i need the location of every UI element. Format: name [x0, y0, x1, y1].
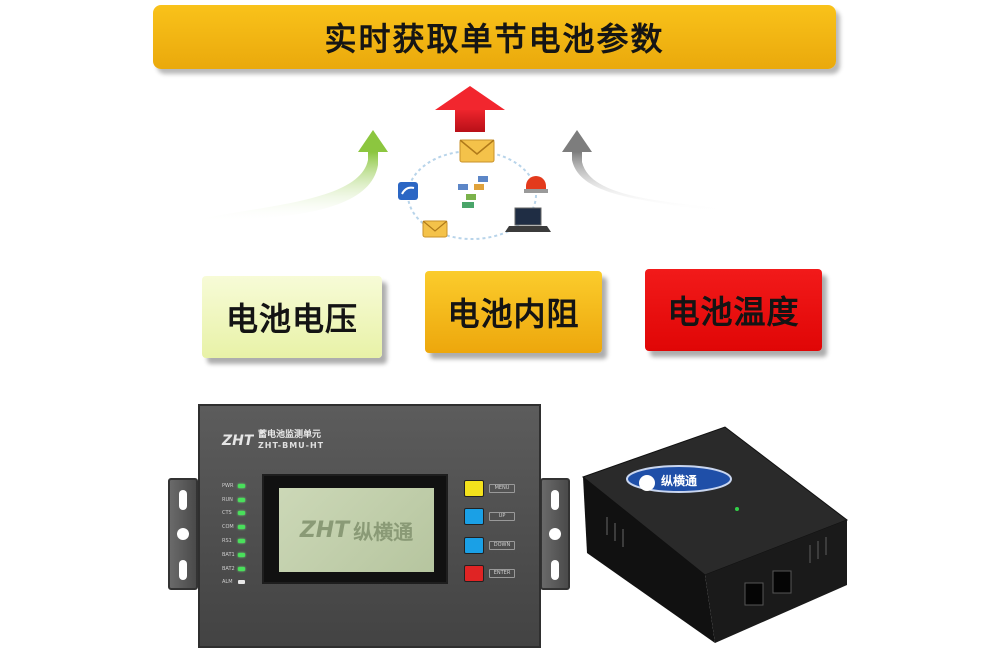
device-title: 蓄电池监测单元: [258, 430, 322, 440]
down-key[interactable]: [464, 537, 484, 554]
enter-key-label: ENTER: [489, 569, 515, 578]
led-label: ALM: [222, 579, 233, 586]
laptop-icon: [505, 207, 551, 232]
red-arrow-shaft: [455, 108, 485, 132]
led-label: BAT1: [222, 551, 235, 558]
sensor-badge: 纵横通: [626, 465, 732, 493]
param-battery-temperature: 电池温度: [645, 269, 822, 351]
envelope-icon: [459, 139, 495, 163]
up-key-label: UP: [489, 512, 515, 521]
gray-arrow-head: [562, 130, 592, 152]
param-battery-resistance: 电池内阻: [425, 271, 602, 353]
led-light: [238, 483, 245, 488]
led-light: [238, 552, 245, 557]
sensor-badge-text: 纵横通: [661, 473, 697, 488]
green-arrow: [205, 152, 378, 222]
menu-key[interactable]: [464, 480, 484, 497]
phone-icon: [398, 182, 418, 200]
lcd-screen: ZHT 纵横通: [279, 488, 434, 572]
led-label: RS1: [222, 538, 232, 545]
mounting-ear-left: [168, 478, 198, 590]
param-battery-voltage: 电池电压: [202, 276, 382, 358]
led-label: PWR: [222, 482, 234, 489]
battery-monitoring-unit: [198, 404, 541, 648]
led-light: [238, 580, 245, 585]
envelope-icon: [422, 220, 448, 238]
battery-sensor-box: 纵横通: [581, 426, 849, 643]
led-label: BAT2: [222, 565, 235, 572]
led-indicators: PWR RUN CTS COM RS1 BAT1 BAT2 ALM: [222, 479, 245, 589]
red-arrow-head: [435, 86, 505, 110]
menu-key-label: MENU: [489, 484, 515, 493]
led-light: [238, 497, 245, 502]
led-label: CTS: [222, 510, 232, 517]
up-key[interactable]: [464, 508, 484, 525]
alarm-light-icon: [524, 176, 548, 193]
enter-key[interactable]: [464, 565, 484, 582]
led-light: [238, 539, 245, 544]
device-logo-text: ZHT: [221, 433, 254, 449]
title-banner: 实时获取单节电池参数: [153, 5, 836, 69]
screen-brand: 纵横通: [353, 519, 414, 544]
led-light: [238, 566, 245, 571]
device-logo: ZHT: [220, 427, 255, 455]
gray-arrow: [572, 152, 715, 212]
led-light: [238, 511, 245, 516]
mounting-ear-right: [540, 478, 570, 590]
screen-logo: ZHT: [299, 517, 350, 543]
device-model: ZHT-BMU-HT: [258, 441, 325, 450]
network-devices-icon: [458, 176, 488, 208]
led-light: [238, 525, 245, 530]
green-arrow-head: [358, 130, 388, 152]
down-key-label: DOWN: [489, 541, 515, 550]
led-label: COM: [222, 524, 234, 531]
led-label: RUN: [222, 496, 233, 503]
